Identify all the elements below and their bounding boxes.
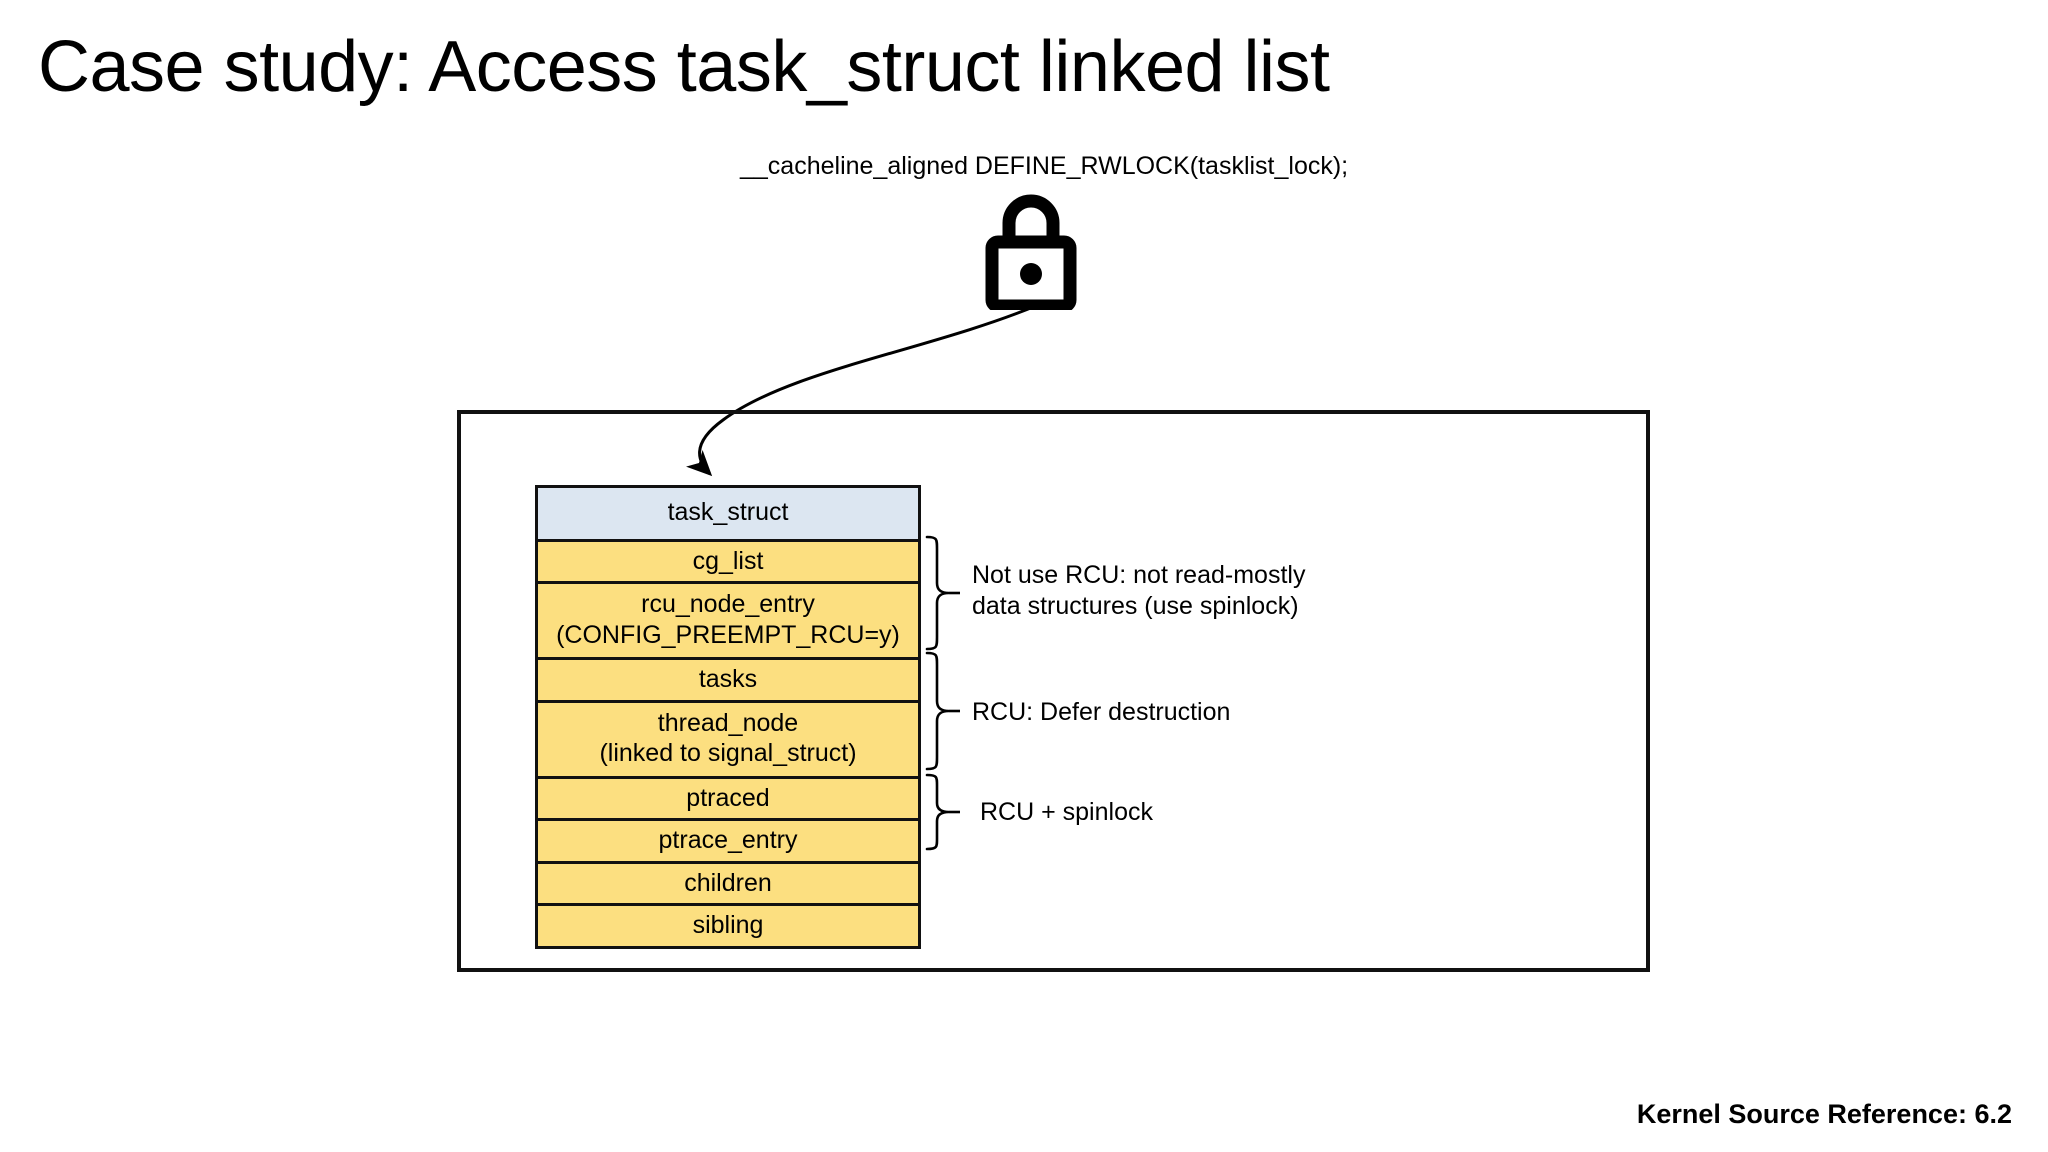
struct-field-sublabel: (CONFIG_PREEMPT_RCU=y): [556, 620, 900, 649]
annotation-line-1: RCU + spinlock: [980, 798, 1153, 826]
struct-field-label: ptrace_entry: [658, 826, 798, 854]
curly-brace-icon: [925, 773, 960, 851]
page-title: Case study: Access task_struct linked li…: [38, 27, 1330, 107]
annotation-line-1: RCU: Defer destruction: [972, 698, 1231, 726]
annotation-line-2: data structures (use spinlock): [972, 592, 1299, 620]
struct-field-label: tasks: [698, 665, 758, 693]
tasklist-lock-code-label: __cacheline_aligned DEFINE_RWLOCK(taskli…: [740, 152, 1349, 180]
brace-group-rcu-spinlock: [925, 773, 961, 851]
annotation-rcu-defer: RCU: Defer destruction: [972, 697, 1230, 728]
struct-field-sibling: sibling: [538, 906, 918, 946]
struct-field-children: children: [538, 863, 918, 906]
struct-field-cg_list: cg_list: [538, 541, 918, 584]
struct-field-label: children: [684, 868, 772, 897]
lock-icon: [985, 192, 1077, 313]
struct-table-header: task_struct: [538, 488, 918, 542]
struct-field-label: thread_node: [657, 708, 799, 737]
brace-group-rcu-defer: [925, 651, 961, 771]
struct-field-thread_node: thread_node (linked to signal_struct): [538, 702, 918, 779]
struct-field-label: cg_list: [692, 546, 764, 575]
annotation-line-1: Not use RCU: not read-mostly: [972, 561, 1306, 589]
struct-field-ptrace_entry: ptrace_entry: [538, 821, 918, 864]
curly-brace-icon: [925, 535, 960, 651]
annotation-rcu-spinlock: RCU + spinlock: [980, 797, 1153, 828]
struct-field-ptraced: ptraced: [538, 778, 918, 821]
task-struct-table: task_struct cg_list rcu_node_entry (CONF…: [535, 485, 921, 949]
struct-field-label: rcu_node_entry: [641, 590, 815, 618]
task-struct-container-box: [457, 410, 1650, 972]
struct-field-label: ptraced: [686, 783, 770, 812]
struct-field-sublabel: (linked to signal_struct): [599, 739, 857, 767]
annotation-no-rcu: Not use RCU: not read-mostly data struct…: [972, 560, 1305, 622]
struct-field-label: sibling: [692, 911, 764, 939]
curly-brace-icon: [925, 651, 960, 771]
brace-group-no-rcu: [925, 535, 961, 651]
kernel-source-reference: Kernel Source Reference: 6.2: [1636, 1099, 2012, 1129]
struct-field-tasks: tasks: [538, 660, 918, 703]
struct-field-rcu_node_entry: rcu_node_entry (CONFIG_PREEMPT_RCU=y): [538, 584, 918, 660]
